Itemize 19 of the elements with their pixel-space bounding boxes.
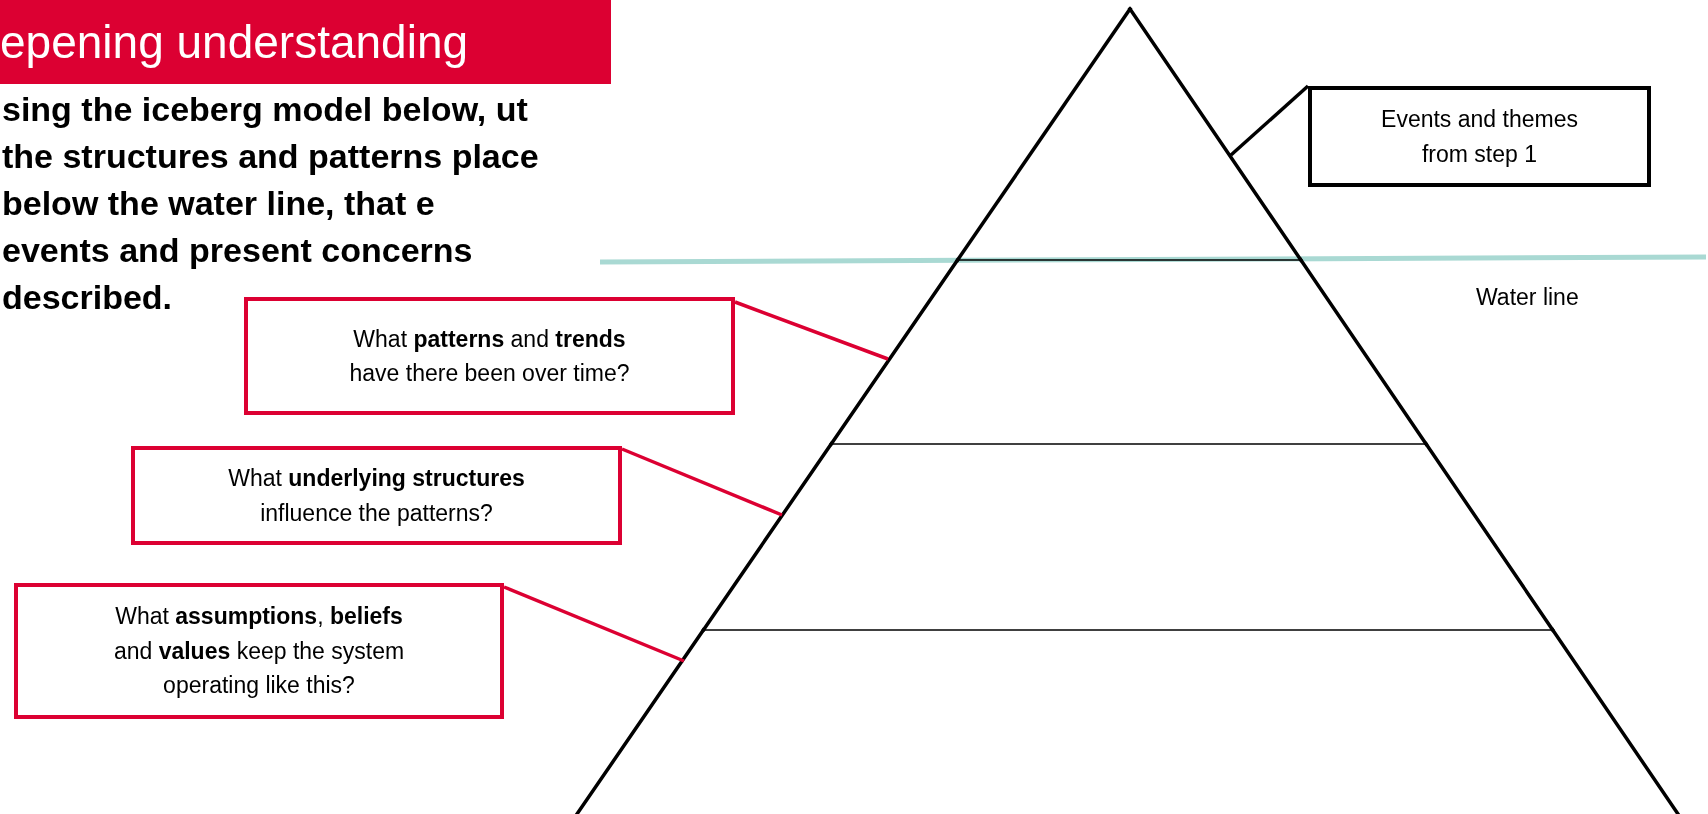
question-text: What assumptions, beliefs and values keep the system operating like this? bbox=[112, 602, 406, 701]
callout-box bbox=[244, 297, 735, 415]
callout-box bbox=[1308, 86, 1651, 187]
instruction-text: sing the iceberg model below, ut the structures and patterns place below the water line, that e events and present concerns described. bbox=[2, 89, 540, 318]
question-text: What patterns and trends have there been over time? bbox=[348, 324, 631, 388]
leader-line bbox=[1229, 84, 1310, 157]
question-text: Events and themes from step 1 bbox=[1380, 105, 1579, 169]
leader-line bbox=[503, 585, 685, 663]
iceberg-layer bbox=[701, 442, 1555, 632]
iceberg-tip bbox=[955, 7, 1303, 262]
title-banner: epening understanding bbox=[0, 0, 611, 84]
callout-box bbox=[14, 583, 504, 719]
iceberg-layer bbox=[575, 628, 1680, 814]
question-text: What underlying structures influence the patterns? bbox=[227, 464, 526, 528]
iceberg-layer bbox=[829, 258, 1428, 446]
leader-line bbox=[734, 300, 889, 361]
water-line-label: Water line bbox=[1476, 284, 1579, 311]
callout-box bbox=[131, 446, 622, 545]
leader-line bbox=[621, 447, 783, 517]
